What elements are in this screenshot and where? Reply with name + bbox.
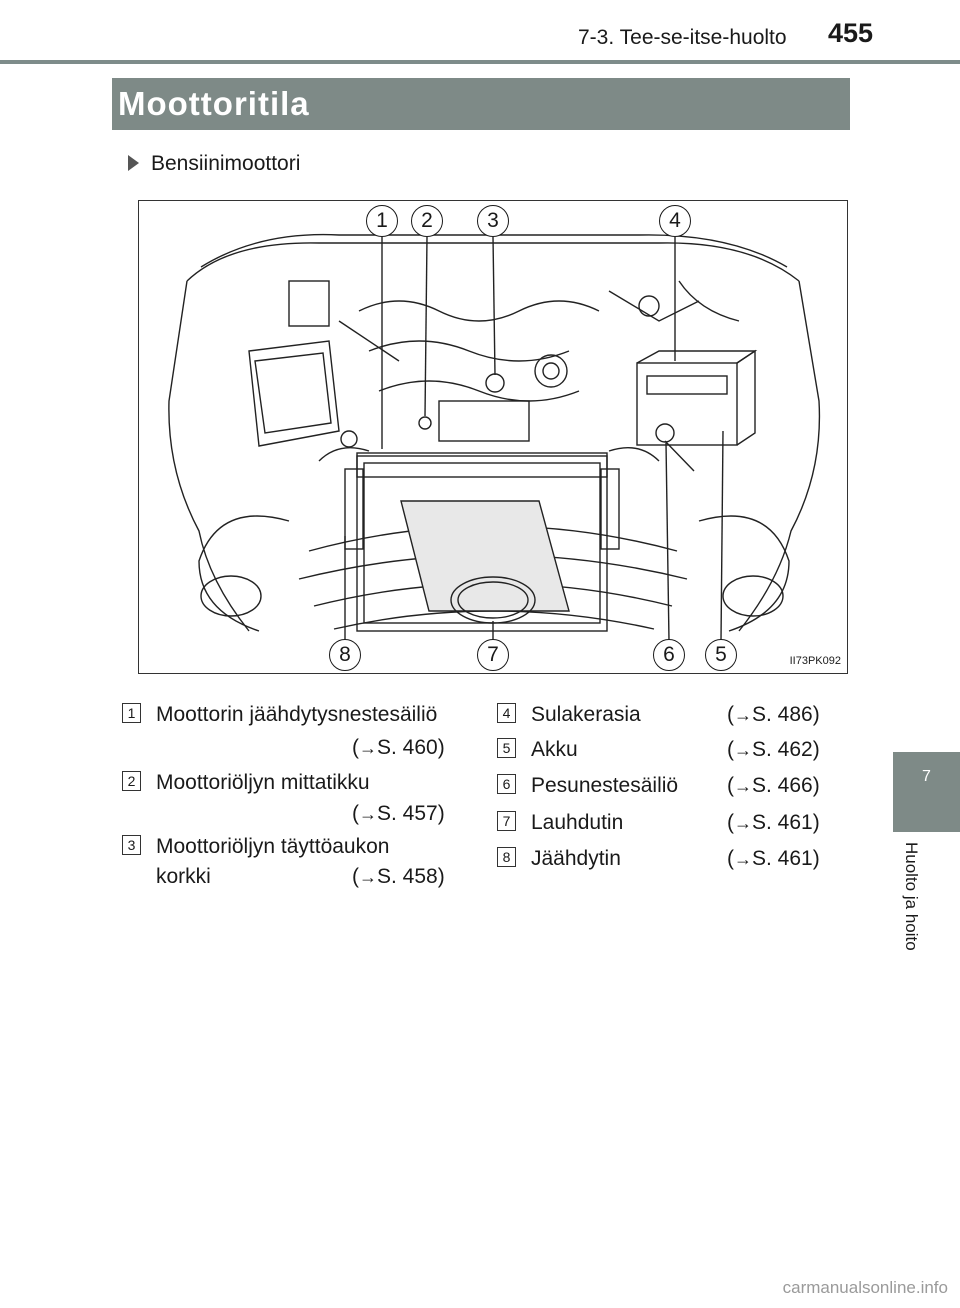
legend-ref: (→S. 486) xyxy=(727,703,820,726)
legend-badge: 3 xyxy=(122,835,141,855)
callout-4: 4 xyxy=(659,205,691,237)
header-divider xyxy=(0,60,960,64)
legend-label: Moottoriöljyn täyttöaukon xyxy=(156,835,390,858)
legend-badge: 4 xyxy=(497,703,516,723)
section-header: 7-3. Tee-se-itse-huolto xyxy=(578,26,787,49)
chapter-tab xyxy=(893,752,960,832)
legend-ref: (→S. 462) xyxy=(727,738,820,761)
legend-item-4: 4 Sulakerasia (→S. 486) xyxy=(497,697,837,732)
callout-1: 1 xyxy=(366,205,398,237)
subheading: Bensiinimoottori xyxy=(128,152,300,176)
title-bar xyxy=(112,78,850,130)
page-number: 455 xyxy=(828,18,874,48)
subheading-text: Bensiinimoottori xyxy=(151,152,301,175)
engine-drawing xyxy=(168,233,821,642)
legend-ref-page: S. 460 xyxy=(377,736,438,759)
legend-ref-page: S. 461 xyxy=(752,811,813,834)
legend-label: Pesunestesäiliö xyxy=(531,774,679,797)
arrow-right-icon: → xyxy=(734,849,752,869)
legend-item-3: 3 Moottoriöljyn täyttöaukon korkki (→S. … xyxy=(122,829,462,899)
arrow-right-icon: → xyxy=(359,867,377,887)
legend-badge: 8 xyxy=(497,847,516,867)
arrow-right-icon: → xyxy=(359,804,377,824)
legend-label: Jäähdytin xyxy=(531,847,621,870)
callout-3: 3 xyxy=(477,205,509,237)
legend-item-8: 8 Jäähdytin (→S. 461) xyxy=(497,841,837,876)
chapter-number: 7 xyxy=(922,768,931,785)
legend-ref: (→S. 461) xyxy=(727,811,820,834)
arrow-right-icon: → xyxy=(734,705,752,725)
callout-6: 6 xyxy=(653,639,685,671)
legend-ref-page: S. 466 xyxy=(752,774,813,797)
legend-item-7: 7 Lauhdutin (→S. 461) xyxy=(497,805,837,840)
watermark: carmanualsonline.info xyxy=(782,1278,948,1297)
callout-2: 2 xyxy=(411,205,443,237)
legend-badge: 7 xyxy=(497,811,516,831)
legend-badge: 6 xyxy=(497,774,516,794)
chapter-label: Huolto ja hoito xyxy=(902,842,921,951)
legend-ref: (→S. 457) xyxy=(352,802,445,825)
arrow-right-icon: → xyxy=(734,813,752,833)
legend-badge: 1 xyxy=(122,703,141,723)
legend-label: Lauhdutin xyxy=(531,811,624,834)
figure-code: II73PK092 xyxy=(789,655,841,667)
legend-item-6: 6 Pesunestesäiliö (→S. 466) xyxy=(497,768,837,803)
legend-item-5: 5 Akku (→S. 462) xyxy=(497,732,837,767)
legend-label: Moottoriöljyn mittatikku xyxy=(156,771,370,794)
legend-item-1: 1 Moottorin jäähdytysnestesäiliö (→S. 46… xyxy=(122,697,462,767)
legend-ref: (→S. 466) xyxy=(727,774,820,797)
arrow-right-icon: → xyxy=(734,740,752,760)
legend-ref: (→S. 458) xyxy=(352,865,445,888)
arrow-right-icon: → xyxy=(734,776,752,796)
callout-8: 8 xyxy=(329,639,361,671)
legend-label-line2: korkki xyxy=(156,865,211,888)
callout-7: 7 xyxy=(477,639,509,671)
engine-bay-illustration: 1 2 3 4 8 7 6 5 II73PK092 xyxy=(138,200,848,674)
legend-badge: 5 xyxy=(497,738,516,758)
legend-ref: (→S. 461) xyxy=(727,847,820,870)
page-title: Moottoritila xyxy=(118,85,310,122)
legend-label: Moottorin jäähdytysnestesäiliö xyxy=(156,703,438,726)
legend-ref-page: S. 462 xyxy=(752,738,813,761)
legend-badge: 2 xyxy=(122,771,141,791)
legend-ref-page: S. 457 xyxy=(377,802,438,825)
legend-label: Sulakerasia xyxy=(531,703,641,726)
legend-label: Akku xyxy=(531,738,578,761)
legend-ref: (→S. 460) xyxy=(352,736,445,759)
callout-5: 5 xyxy=(705,639,737,671)
legend-item-2: 2 Moottoriöljyn mittatikku (→S. 457) xyxy=(122,765,462,835)
legend-ref-page: S. 486 xyxy=(752,703,813,726)
arrow-right-icon: → xyxy=(359,738,377,758)
legend-ref-page: S. 458 xyxy=(377,865,438,888)
triangle-bullet-icon xyxy=(128,155,139,171)
legend-ref-page: S. 461 xyxy=(752,847,813,870)
